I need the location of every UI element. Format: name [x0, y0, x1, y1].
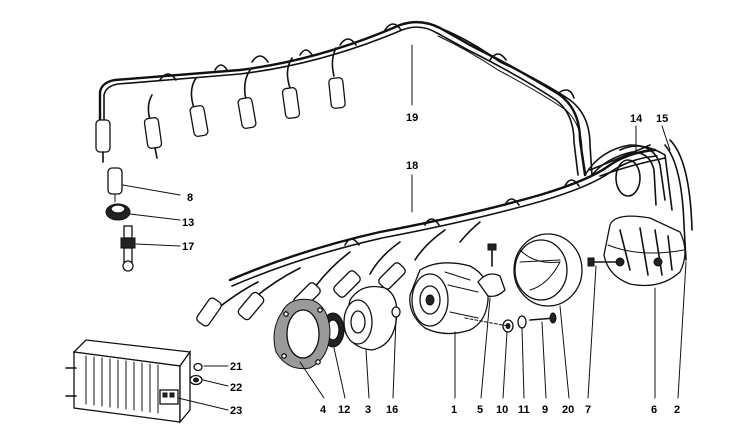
adapter-housing-3 [343, 285, 398, 351]
callout-5: 5 [477, 404, 483, 416]
callout-19: 19 [406, 112, 418, 124]
callout-10: 10 [496, 404, 508, 416]
callout-9: 9 [542, 404, 548, 416]
callout-22: 22 [230, 382, 242, 394]
lower-ignition-harness [196, 144, 666, 327]
callout-11: 11 [518, 404, 530, 416]
distributor-body-1 [409, 262, 509, 335]
screw-7 [587, 257, 616, 267]
callout-18: 18 [406, 160, 418, 172]
callout-7: 7 [585, 404, 591, 416]
callout-21: 21 [230, 361, 242, 373]
screw-9 [529, 312, 557, 324]
callout-20: 20 [562, 404, 574, 416]
callout-14: 14 [630, 113, 643, 125]
left-small-parts [105, 167, 181, 272]
callout-4: 4 [320, 404, 327, 416]
callout-17: 17 [182, 241, 194, 253]
gasket-4 [273, 298, 331, 370]
distributor-cap-6 [603, 215, 686, 287]
callout-labels: 8 13 17 18 19 14 15 21 22 23 4 12 3 16 1… [182, 112, 680, 417]
cover-ring-20 [513, 233, 583, 307]
callout-3: 3 [365, 404, 371, 416]
callout-6: 6 [651, 404, 657, 416]
callout-12: 12 [338, 404, 350, 416]
harness-connector-bundle [584, 139, 693, 261]
callout-23: 23 [230, 405, 242, 417]
spark-plug-17 [120, 225, 136, 272]
leader-lines [177, 44, 687, 411]
washer-11 [517, 315, 527, 329]
callout-16: 16 [386, 404, 398, 416]
bracket-5 [477, 243, 506, 298]
callout-2: 2 [674, 404, 680, 416]
callout-1: 1 [451, 404, 457, 416]
upper-ignition-harness [95, 20, 593, 177]
o-ring-16 [391, 306, 401, 318]
ignition-control-unit-23 [65, 339, 192, 424]
callout-8: 8 [187, 192, 193, 204]
callout-13: 13 [182, 217, 194, 229]
callout-15: 15 [656, 113, 668, 125]
nut-21 [193, 362, 203, 372]
plug-cap-8 [107, 167, 123, 195]
